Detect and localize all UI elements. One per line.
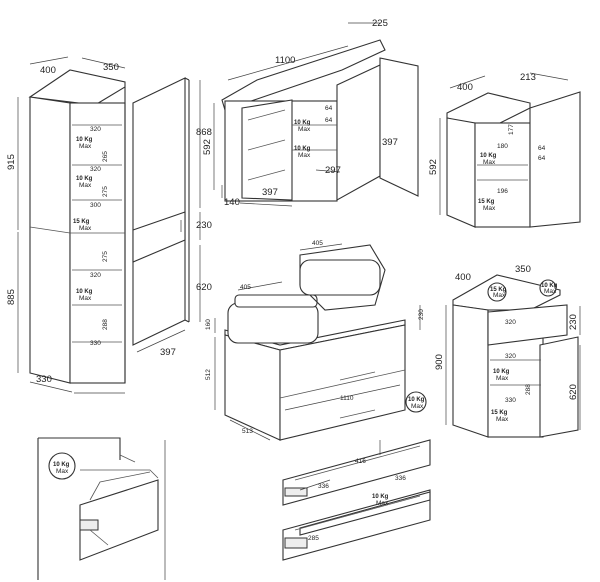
mirror-height: 592 [202, 139, 213, 155]
tall-lower-height-label: 885 [6, 289, 17, 305]
small-max-2: Max [483, 205, 496, 212]
small-width: 213 [520, 72, 536, 83]
mirror-side-width: 297 [325, 165, 341, 176]
small-height: 592 [428, 159, 439, 175]
detail-left-drawer [37, 437, 166, 580]
door-drawer-height: 230 [196, 220, 212, 231]
mirror-depth: 225 [372, 18, 388, 29]
vanity-load: 10 Kg [408, 397, 425, 403]
side-inner-4: 288 [525, 384, 532, 395]
tall-door-profile [132, 77, 201, 353]
door-width: 397 [160, 347, 176, 358]
tall-load-2: 10 Kg [76, 176, 93, 182]
drawer-dim-1: 416 [355, 458, 366, 465]
tall-load-4: 10 Kg [76, 289, 93, 295]
tall-max-2: Max [79, 182, 92, 189]
mirror-cabinet [213, 22, 419, 207]
detail-left-load: 10 Kg [53, 462, 70, 468]
small-load-2: 15 Kg [478, 199, 495, 205]
tall-max-1: Max [79, 143, 92, 150]
small-inner-2: 64 [538, 155, 546, 162]
side-inner-3: 330 [505, 397, 516, 404]
side-inner-1: 320 [505, 319, 516, 326]
mirror-max-2: Max [298, 152, 311, 159]
tall-inner-2: 275 [102, 186, 109, 197]
small-inner-height: 177 [508, 124, 515, 135]
side-unit [445, 274, 581, 438]
vanity-depth: 513 [242, 428, 253, 435]
drawer-dim-2: 336 [318, 483, 329, 490]
small-shelf-1: 180 [497, 143, 508, 150]
detail-drawers [282, 439, 431, 561]
side-door: 620 [568, 384, 579, 400]
side-depth: 400 [455, 272, 471, 283]
side-max-bottom: Max [496, 416, 509, 423]
vanity-width: 1110 [340, 395, 354, 402]
door-lower-height: 620 [196, 282, 212, 293]
side-drawer: 230 [568, 314, 579, 330]
tall-inner-3: 275 [102, 251, 109, 262]
small-inner-1: 64 [538, 145, 546, 152]
vanity-drawer: 230 [418, 309, 425, 320]
tall-width-label: 350 [103, 62, 119, 73]
detail-left-max: Max [56, 468, 69, 475]
mirror-door-width: 397 [262, 187, 278, 198]
drawer-load: 10 Kg [372, 494, 389, 500]
vanity-height-top: 160 [205, 319, 212, 330]
mirror-inner-1: 64 [325, 105, 333, 112]
tall-shelf-1: 320 [90, 126, 101, 133]
side-load-shelf: 10 Kg [493, 369, 510, 375]
door-upper-height: 868 [196, 127, 212, 138]
tall-shelf-3: 300 [90, 202, 101, 209]
mirror-load-1: 10 Kg [294, 120, 311, 126]
vanity-unit [214, 243, 421, 441]
tall-depth-label: 400 [40, 65, 56, 76]
vanity-height-body: 512 [205, 369, 212, 380]
tall-shelf-2: 320 [90, 166, 101, 173]
mirror-inner-2: 64 [325, 117, 333, 124]
small-shelf-2: 196 [497, 188, 508, 195]
tall-load-3: 15 Kg [73, 219, 90, 225]
side-height: 900 [434, 354, 445, 370]
side-load-top: 15 Kg [490, 287, 507, 293]
vanity-basin-right: 405 [312, 240, 323, 247]
side-inner-2: 320 [505, 353, 516, 360]
tall-load-1: 10 Kg [76, 137, 93, 143]
small-wall-cabinet [439, 72, 581, 228]
tall-bottom-depth-label: 330 [36, 374, 52, 385]
drawer-dim-3: 336 [395, 475, 406, 482]
tall-cabinet [17, 56, 126, 394]
tall-inner-1: 265 [102, 151, 109, 162]
mirror-load-2: 10 Kg [294, 146, 311, 152]
small-max-1: Max [483, 159, 496, 166]
mirror-width: 1100 [275, 55, 295, 66]
side-load-drawer: 10 Kg [541, 283, 558, 289]
tall-shelf-4: 320 [90, 272, 101, 279]
side-max-shelf: Max [496, 375, 509, 382]
vanity-max: Max [411, 403, 424, 410]
side-max-drawer: Max [544, 288, 557, 295]
side-max-top: Max [493, 292, 506, 299]
mirror-side-depth: 140 [224, 197, 240, 208]
drawer-max: Max [376, 500, 389, 507]
drawer-dim-4: 285 [308, 535, 319, 542]
mirror-max-1: Max [298, 126, 311, 133]
mirror-door-width-right: 397 [382, 137, 398, 148]
side-load-bottom: 15 Kg [491, 410, 508, 416]
tall-max-3: Max [79, 225, 92, 232]
side-width: 350 [515, 264, 531, 275]
tall-max-4: Max [79, 295, 92, 302]
small-depth: 400 [457, 82, 473, 93]
small-load-1: 10 Kg [480, 153, 497, 159]
vanity-basin-left: 405 [240, 284, 251, 291]
tall-upper-height-label: 915 [6, 154, 17, 170]
tall-shelf-5: 330 [90, 340, 101, 347]
tall-inner-4: 288 [102, 319, 109, 330]
